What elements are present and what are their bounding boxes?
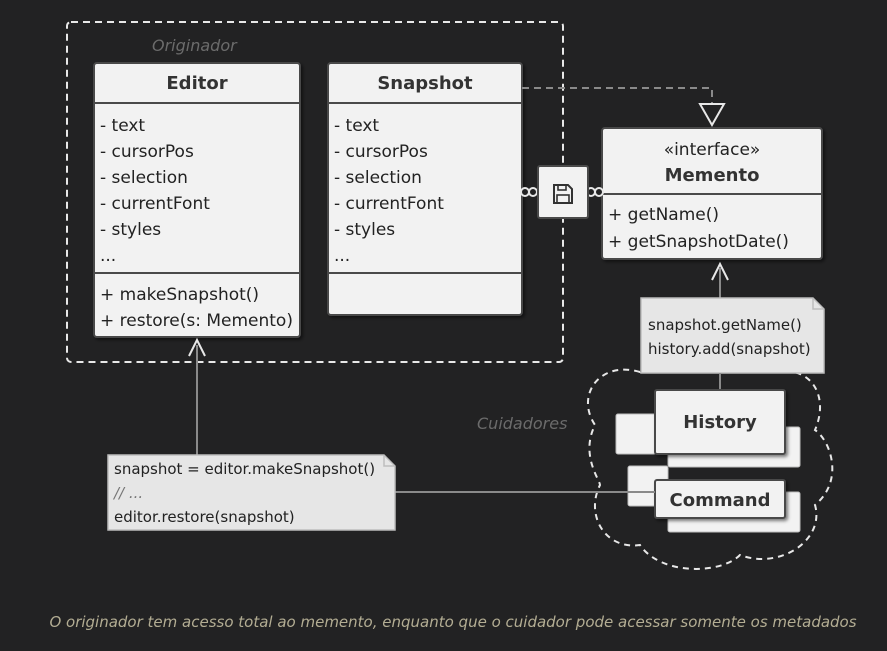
snapshot-field: - cursorPos [334, 142, 428, 162]
dependency-arrowhead [711, 261, 729, 281]
caretakers-label: Cuidadores [477, 414, 567, 433]
dependency-arrowhead [188, 337, 206, 357]
editor-field: - currentFont [100, 194, 210, 214]
memento-method: + getName() [608, 205, 719, 225]
editor-note [107, 454, 396, 531]
editor-method: + restore(s: Memento) [100, 311, 293, 331]
memento-title: Memento [665, 165, 760, 186]
snapshot-field: - selection [334, 168, 422, 188]
editor-method: + makeSnapshot() [100, 285, 259, 305]
history-box [654, 389, 786, 455]
memento-stereotype: «interface» [664, 140, 761, 160]
realization-line [522, 87, 713, 104]
command-box [654, 479, 786, 519]
snapshot-title: Snapshot [377, 73, 473, 94]
editor-class [93, 62, 301, 338]
memento-note-line: snapshot.getName() [648, 316, 802, 334]
originator-label: Originador [152, 36, 238, 55]
editor-field: - cursorPos [100, 142, 194, 162]
diagram-caption: O originador tem acesso total ao memento… [49, 613, 856, 631]
realization-arrowhead [698, 103, 726, 128]
editor-field: - styles [100, 220, 161, 240]
command-label: Command [670, 490, 771, 511]
editor-note-line: editor.restore(snapshot) [114, 508, 295, 526]
editor-field: ... [100, 246, 116, 266]
editor-note-comment: // ... [112, 484, 143, 502]
editor-field: - text [100, 116, 145, 136]
snapshot-field: - styles [334, 220, 395, 240]
snapshot-field: - text [334, 116, 379, 136]
save-disk-icon [537, 165, 589, 219]
editor-field: - selection [100, 168, 188, 188]
editor-note-line: snapshot = editor.makeSnapshot() [114, 460, 375, 478]
memento-note-line: history.add(snapshot) [648, 340, 811, 358]
memento-method: + getSnapshotDate() [608, 232, 789, 252]
editor-title: Editor [166, 73, 227, 94]
snapshot-field: ... [334, 246, 350, 266]
history-label: History [683, 412, 757, 433]
snapshot-field: - currentFont [334, 194, 444, 214]
memento-note [640, 297, 825, 374]
caretakers-cloud [587, 350, 834, 570]
snapshot-class [327, 62, 523, 316]
